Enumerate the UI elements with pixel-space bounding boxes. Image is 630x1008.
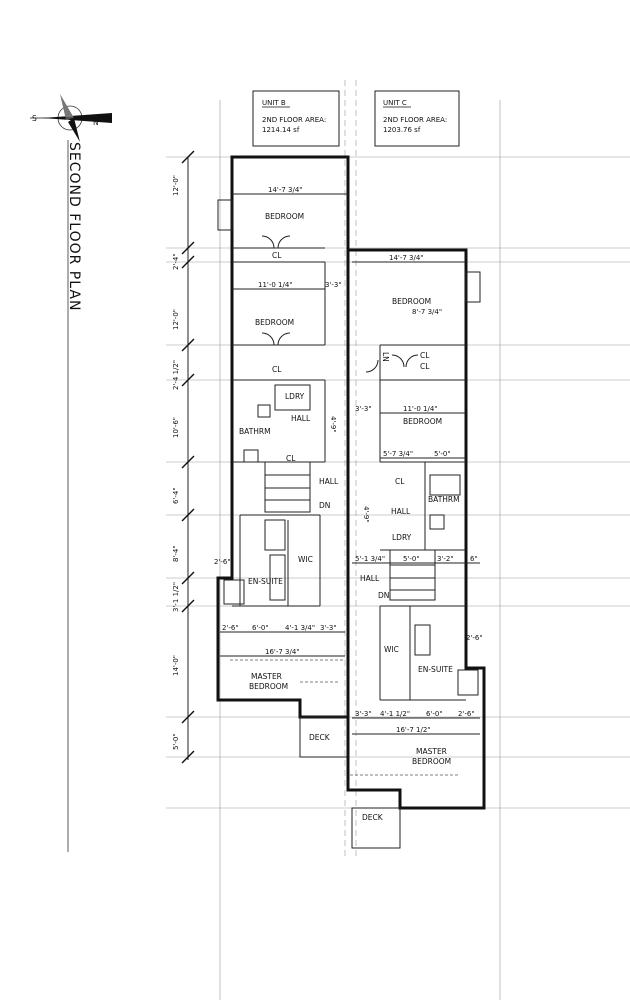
- compass-letter-s: S: [32, 114, 37, 123]
- north-arrow-compass: S N: [30, 94, 112, 142]
- vdim-9: 14'-0": [172, 655, 180, 676]
- unit-c-dim-master-60: 6'-0": [426, 710, 443, 718]
- unit-c-dim-110: 11'-0 1/4": [403, 405, 438, 413]
- unit-c-dim-873: 8'-7 3/4": [412, 308, 442, 316]
- vdim-1: 12'-0": [172, 175, 180, 196]
- unit-b-closet-2: CL: [272, 365, 282, 374]
- unit-c-dim-26-side: 2'-6": [466, 634, 483, 642]
- unit-c-name: UNIT C: [383, 99, 407, 107]
- unit-c-master-label-2: BEDROOM: [412, 757, 451, 766]
- unit-c-dim-49: 4'-9": [362, 506, 370, 523]
- vdim-7: 8'-4": [172, 545, 180, 562]
- unit-c-bedroom-1: BEDROOM: [392, 297, 431, 306]
- unit-b-dim-33: 3'-3": [325, 281, 342, 289]
- unit-c-dim-hall-6: 6": [470, 555, 478, 563]
- unit-b-master-label-2: BEDROOM: [249, 682, 288, 691]
- unit-b-laundry: LDRY: [285, 392, 305, 401]
- unit-b-bedroom-1: BEDROOM: [265, 212, 304, 221]
- unit-b-dim-master-26: 2'-6": [222, 624, 239, 632]
- unit-c-laundry: LDRY: [392, 533, 412, 542]
- unit-c-closet-2: CL: [420, 362, 430, 371]
- unit-c-ensuite: EN-SUITE: [418, 665, 453, 674]
- unit-b-name: UNIT B: [262, 99, 286, 107]
- unit-b-bathroom: BATHRM: [239, 427, 271, 436]
- unit-c-area-value: 1203.76 sf: [383, 126, 421, 134]
- unit-c-dim-573: 5'-7 3/4": [383, 450, 413, 458]
- unit-b-walk-in-closet: WIC: [298, 555, 313, 564]
- unit-c-deck-outline: [351, 807, 401, 849]
- unit-c-dim-master-26: 2'-6": [458, 710, 475, 718]
- unit-c-stair-down: DN: [378, 591, 389, 600]
- unit-b-master-label-1: MASTER: [251, 672, 282, 681]
- unit-b-dim-master-41: 4'-1 3/4": [285, 624, 315, 632]
- unit-b-ensuite: EN-SUITE: [248, 577, 283, 586]
- unit-b-dim-bedroom2-width: 11'-0 1/4": [258, 281, 293, 289]
- unit-c-dim-hall-50: 5'-0": [403, 555, 420, 563]
- vdim-3: 12'-0": [172, 309, 180, 330]
- vdim-2: 2'-4": [172, 253, 180, 270]
- compass-letter-n: N: [93, 118, 99, 127]
- unit-c-master-label-1: MASTER: [416, 747, 447, 756]
- unit-c-dim-master-33: 3'-3": [355, 710, 372, 718]
- unit-c-closet-3: CL: [395, 477, 405, 486]
- unit-c-plan: [346, 248, 486, 849]
- unit-b-area-label: 2ND FLOOR AREA:: [262, 116, 326, 124]
- unit-b-dim-master-width: 16'-7 3/4": [265, 648, 300, 656]
- vdim-6: 6'-4": [172, 487, 180, 504]
- unit-b-area-value: 1214.14 sf: [262, 126, 300, 134]
- unit-c-dim-hall-513: 5'-1 3/4": [355, 555, 385, 563]
- unit-c-dim-50: 5'-0": [434, 450, 451, 458]
- unit-c-bedroom-2: BEDROOM: [403, 417, 442, 426]
- unit-b-dim-master-33: 3'-3": [320, 624, 337, 632]
- unit-c-linen: LN: [381, 352, 390, 362]
- vertical-dimension-string: 12'-0" 2'-4" 12'-0" 2'-4 1/2" 10'-6" 6'-…: [172, 150, 195, 764]
- unit-b-dim-49: 4'-9": [329, 416, 337, 433]
- unit-c-closet-1: CL: [420, 351, 430, 360]
- unit-c-deck: DECK: [362, 813, 384, 822]
- unit-b-dim-master-60: 6'-0": [252, 624, 269, 632]
- vdim-5: 10'-6": [172, 417, 180, 438]
- unit-c-hall-1: HALL: [391, 507, 411, 516]
- vdim-8: 3'-1 1/2": [172, 582, 180, 612]
- unit-c-area-label: 2ND FLOOR AREA:: [383, 116, 447, 124]
- unit-b-hall-1: HALL: [291, 414, 311, 423]
- vdim-4: 2'-4 1/2": [172, 360, 180, 390]
- unit-c-dim-33: 3'-3": [355, 405, 372, 413]
- unit-c-walk-in-closet: WIC: [384, 645, 399, 654]
- unit-c-hall-2: HALL: [360, 574, 380, 583]
- unit-c-dim-top-width: 14'-7 3/4": [389, 254, 424, 262]
- unit-c-bathroom: BATHRM: [428, 495, 460, 504]
- unit-c-dim-master-41: 4'-1 1/2": [380, 710, 410, 718]
- unit-b-stair-down: DN: [319, 501, 330, 510]
- unit-b-plan: [216, 155, 350, 758]
- unit-c-dim-hall-32: 3'-2": [437, 555, 454, 563]
- unit-b-closet-3: CL: [286, 454, 296, 463]
- unit-b-closet-1: CL: [272, 251, 282, 260]
- unit-c-area-box: UNIT C 2ND FLOOR AREA: 1203.76 sf: [374, 90, 460, 147]
- unit-c-dim-master-width: 16'-7 1/2": [396, 726, 431, 734]
- unit-b-hall-2: HALL: [319, 477, 339, 486]
- plan-title: SECOND FLOOR PLAN: [66, 142, 82, 311]
- unit-b-bedroom-2: BEDROOM: [255, 318, 294, 327]
- unit-b-deck: DECK: [309, 733, 331, 742]
- unit-b-dim-top-width: 14'-7 3/4": [268, 186, 303, 194]
- vdim-10: 5'-0": [172, 733, 180, 750]
- unit-b-dim-26-side: 2'-6": [214, 558, 231, 566]
- unit-b-area-box: UNIT B 2ND FLOOR AREA: 1214.14 sf: [252, 90, 340, 147]
